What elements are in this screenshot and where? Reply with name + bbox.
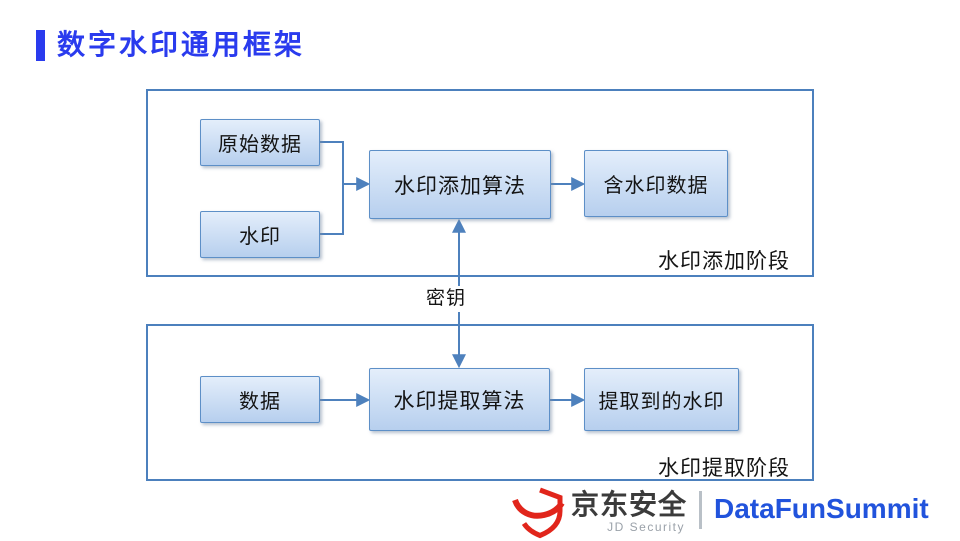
node-extract-algorithm: 水印提取算法	[369, 368, 550, 431]
node-input-data: 数据	[200, 376, 320, 423]
node-original-data: 原始数据	[200, 119, 320, 166]
node-extracted-watermark: 提取到的水印	[584, 368, 739, 431]
node-watermark: 水印	[200, 211, 320, 258]
brand-separator	[699, 491, 703, 529]
merge-elbow-connector	[320, 141, 344, 235]
jd-security-shield-icon	[512, 487, 565, 539]
key-label: 密钥	[422, 286, 470, 312]
stage-add-label: 水印添加阶段	[658, 250, 790, 273]
brand-en-text: JD Security	[607, 520, 686, 535]
footer-brand-bar: 京东安全 JD Security DataFunSummit	[512, 483, 929, 541]
datafunsummit-wordmark: DataFunSummit	[714, 493, 929, 524]
node-watermarked-data: 含水印数据	[584, 150, 728, 217]
brand-cn-text: 京东安全	[571, 488, 688, 520]
node-embed-algorithm: 水印添加算法	[369, 150, 551, 219]
page-title: 数字水印通用框架	[57, 29, 306, 60]
jd-security-wordmark: 京东安全 JD Security	[571, 488, 688, 535]
title-accent-bar	[36, 30, 45, 61]
stage-extract-label: 水印提取阶段	[658, 457, 790, 480]
